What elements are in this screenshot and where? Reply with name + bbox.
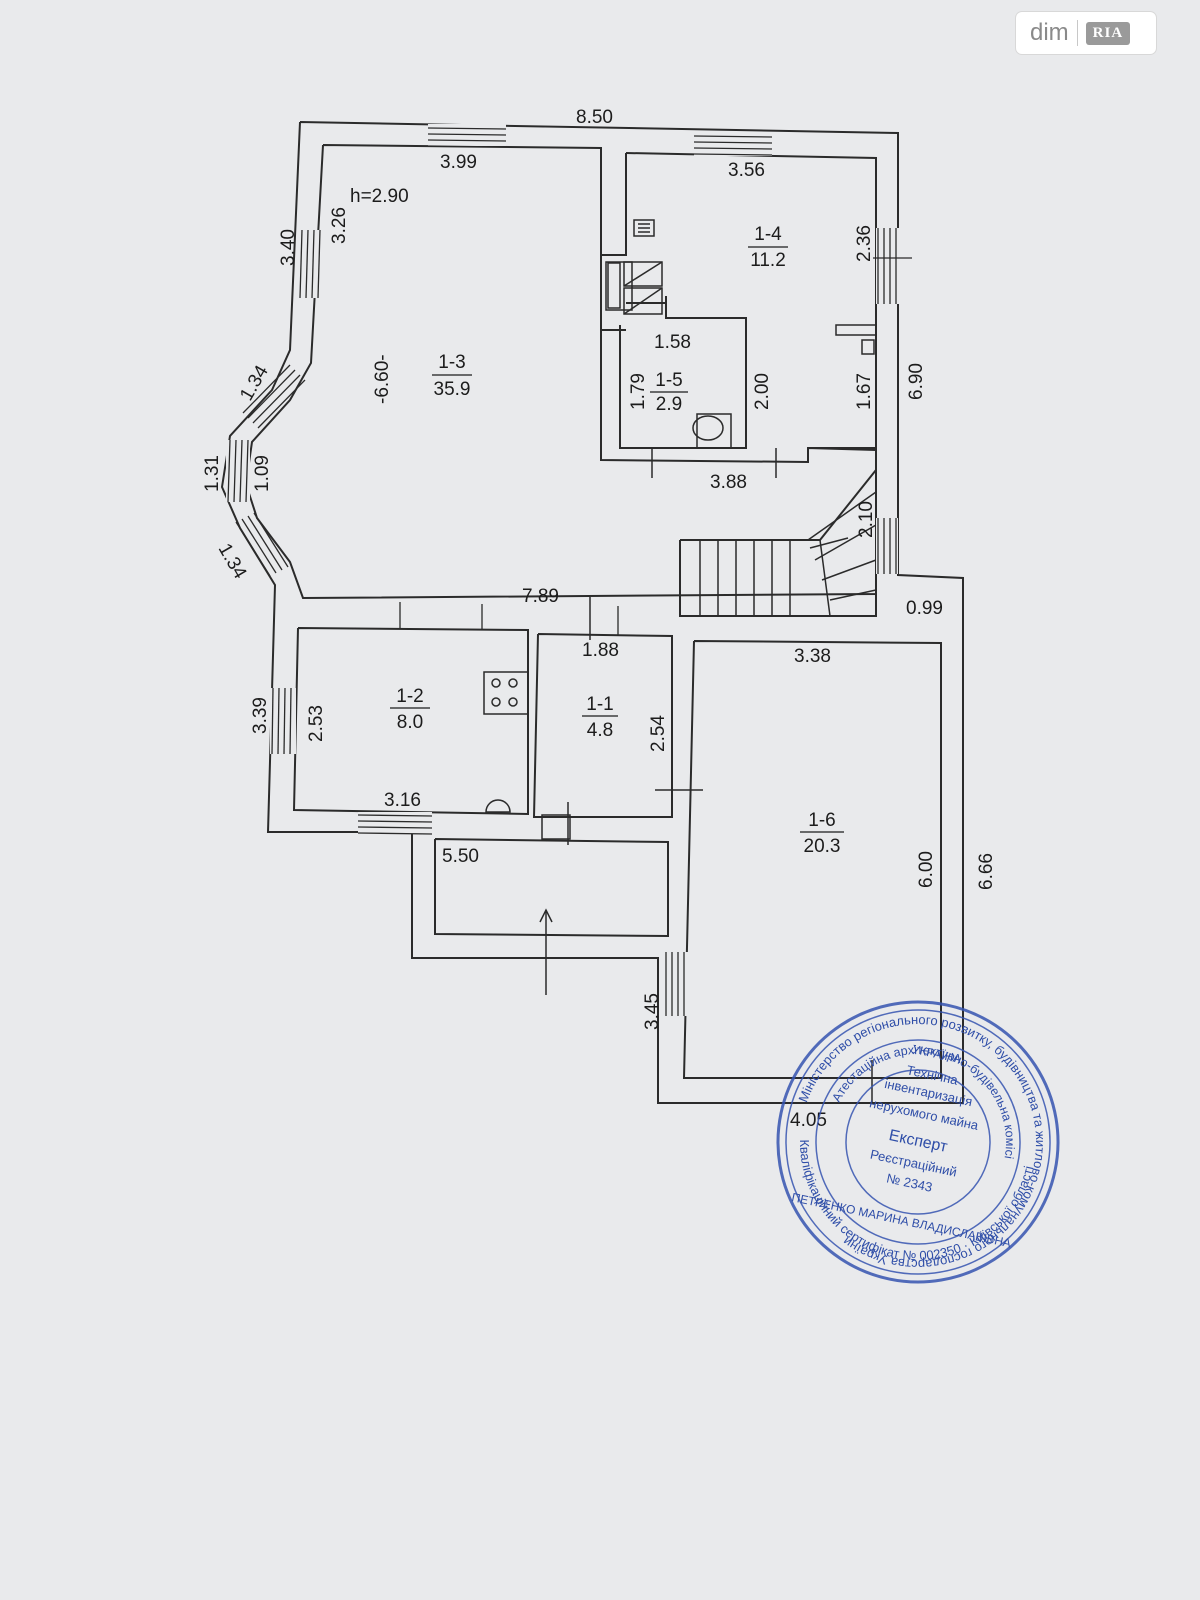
toilet-icon [692, 415, 724, 441]
logo-separator [1076, 20, 1078, 46]
dim-room13-top: 3.99 [440, 152, 477, 173]
dim-right-outer-lower: 6.66 [976, 853, 997, 890]
room-1-5-area: 2.9 [656, 394, 682, 415]
window-top-left [427, 124, 507, 148]
window-room12-bottom [357, 812, 433, 835]
dim-room12-bottom: 3.16 [384, 790, 421, 811]
stamp-name: ПЕТРЕНКО МАРИНА ВЛАДИСЛАВІВНА [790, 1190, 1012, 1250]
outer-walls [220, 121, 964, 1104]
room-1-2-area: 8.0 [397, 712, 423, 733]
window-right-stair [876, 518, 898, 574]
dim-room15-right: 2.00 [752, 373, 773, 410]
window-top-right [693, 134, 773, 156]
room-1-1-area: 4.8 [587, 720, 613, 741]
ceiling-height: h=2.90 [350, 186, 409, 207]
room-1-3-id: 1-3 [438, 352, 465, 373]
dim-room14-top: 3.56 [728, 160, 765, 181]
stairs [679, 467, 877, 617]
dim-bottom: 4.05 [790, 1110, 827, 1131]
logo-dim-text: dim [1030, 19, 1069, 46]
room-1-6-area: 20.3 [804, 836, 841, 857]
dim-room15-top: 1.58 [654, 332, 691, 353]
dim-room16-height: 6.00 [916, 851, 937, 888]
window-bay-middle [226, 439, 250, 503]
shower-icon [623, 261, 663, 287]
window-bay-lower [235, 512, 289, 577]
dim-bay-middle-inner: 1.09 [252, 455, 273, 492]
room-1-4-area: 11.2 [750, 250, 786, 271]
room-labels: 1-3 35.9 1-4 11.2 1-5 2.9 1-2 8.0 1-1 4.… [350, 186, 844, 857]
window-right-upper [876, 228, 900, 304]
dim-room13-left-outer: 3.40 [278, 229, 299, 266]
room-1-4-id: 1-4 [754, 224, 782, 245]
lower-walls [292, 448, 942, 1103]
dim-middle-wall: 7.89 [522, 586, 559, 607]
window-left-upper [298, 229, 322, 299]
dim-room12-left-inner: 2.53 [306, 705, 327, 742]
dim-right-outer-upper: 6.90 [906, 363, 927, 400]
stamp-line6: № 2343 [885, 1170, 934, 1194]
dim-room16-top: 3.38 [794, 646, 831, 667]
bath-fixtures [605, 219, 877, 449]
boiler-icon [485, 799, 511, 813]
dim-room13-height: -6.60- [372, 354, 393, 404]
windows [226, 124, 912, 1016]
dim-corridor-bottom: 3.88 [710, 472, 747, 493]
bath-icon [623, 287, 663, 315]
inner-wall-upper [244, 144, 877, 600]
official-stamp: Міністерство регіонального розвитку, буд… [765, 988, 1072, 1296]
dimension-labels: 8.50 3.99 3.56 3.40 3.26 2.36 -6.60- 1.3… [202, 107, 997, 1131]
radiator-icon [633, 219, 655, 237]
dim-room16-left-outer: 3.45 [642, 993, 663, 1030]
middle-wall-openings [399, 602, 619, 636]
room-1-6-id: 1-6 [808, 810, 835, 831]
stove-icon [483, 671, 529, 715]
room-1-3-area: 35.9 [434, 379, 471, 400]
stair-arrow [809, 537, 849, 549]
dim-room14-right: 2.36 [854, 225, 875, 262]
dim-room12-left-outer: 3.39 [250, 697, 271, 734]
dim-ria-logo[interactable]: dim RIA [1016, 12, 1156, 54]
window-room16-left [662, 952, 688, 1016]
dim-room11-top: 1.88 [582, 640, 619, 661]
dim-stair: 2.10 [856, 501, 877, 538]
dim-room13-left-inner: 3.26 [329, 207, 350, 244]
dim-room15-left: 1.79 [628, 373, 649, 410]
dim-right-step: 0.99 [906, 598, 943, 619]
dim-bay-middle-outer: 1.31 [202, 455, 223, 492]
room-1-1-id: 1-1 [586, 694, 613, 715]
dim-corridor-right: 1.67 [854, 373, 875, 410]
kitchen-counter-icon [835, 324, 877, 336]
dim-bay-lower: 1.34 [214, 540, 251, 583]
dim-room11-right: 2.54 [648, 715, 669, 752]
logo-ria-badge: RIA [1085, 21, 1131, 45]
window-room12-left [270, 687, 296, 755]
window-bay-upper [242, 364, 306, 429]
dim-porch-top: 5.50 [442, 846, 479, 867]
dim-top-overall: 8.50 [576, 107, 613, 128]
outer-wall-outline [220, 121, 964, 1104]
room-1-5-id: 1-5 [655, 370, 682, 391]
room-1-2-id: 1-2 [396, 686, 423, 707]
